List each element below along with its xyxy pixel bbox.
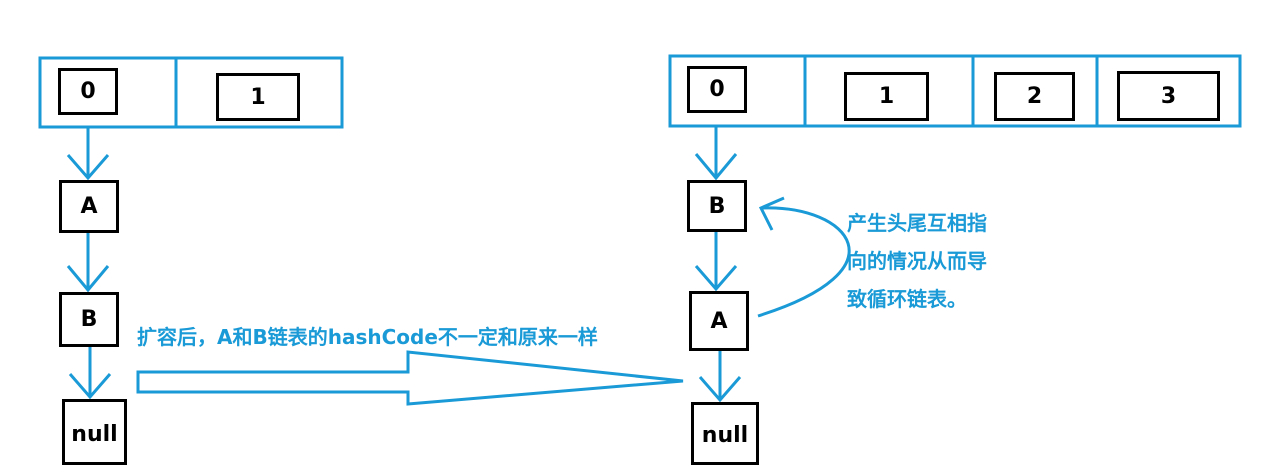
cycle-note-line-3: 致循环链表。 xyxy=(847,287,967,311)
right-node-B: B xyxy=(687,180,747,232)
right-bucket-0: 0 xyxy=(687,66,747,113)
left-arrow-B-to-null xyxy=(68,347,112,400)
right-arrow-A-to-null xyxy=(698,351,742,403)
right-array-frame xyxy=(668,54,1242,128)
left-bucket-1: 1 xyxy=(216,73,300,121)
left-arrow-A-to-B xyxy=(66,233,110,293)
right-bucket-3: 3 xyxy=(1117,71,1220,121)
right-bucket-1: 1 xyxy=(844,72,929,121)
left-bucket-0: 0 xyxy=(58,68,118,115)
left-node-null: null xyxy=(62,399,127,465)
right-arrow-B-to-A xyxy=(694,232,738,292)
left-node-B: B xyxy=(59,292,119,347)
left-arrow-bucket-to-A xyxy=(66,128,110,181)
right-bucket-2: 2 xyxy=(994,72,1075,121)
right-arrow-bucket-to-B xyxy=(694,127,738,181)
cycle-note-line-2: 向的情况从而导 xyxy=(847,249,987,273)
transform-arrow xyxy=(136,350,684,406)
right-node-null: null xyxy=(691,402,759,465)
cycle-note: 产生头尾互相指 向的情况从而导 致循环链表。 xyxy=(847,204,987,318)
right-node-A: A xyxy=(689,291,749,351)
cycle-arrow xyxy=(757,196,851,318)
left-array-frame xyxy=(38,56,344,129)
cycle-note-line-1: 产生头尾互相指 xyxy=(847,211,987,235)
resize-note: 扩容后，A和B链表的hashCode不一定和原来一样 xyxy=(137,325,598,349)
left-node-A: A xyxy=(59,180,119,233)
